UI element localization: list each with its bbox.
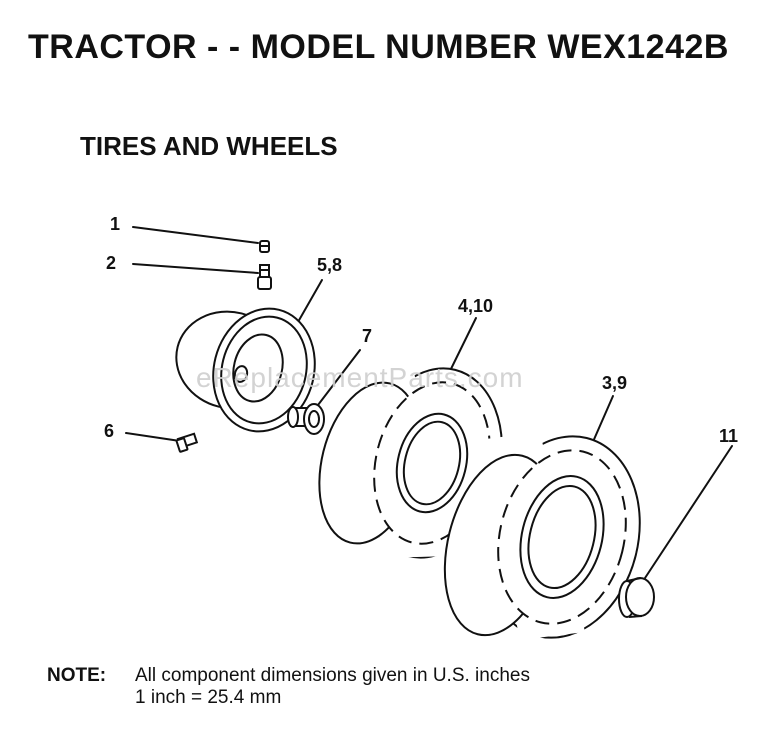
valve-stem-part [257,264,272,290]
leader-line-410 [447,317,477,376]
callout-7: 7 [362,326,373,346]
note-conversion: 1 inch = 25.4 mm [135,687,282,708]
leader-line-2 [132,263,259,274]
callout-2: 2 [106,253,117,273]
section-heading: TIRES AND WHEELS [80,131,338,161]
callout-3-9: 3,9 [602,373,628,393]
leader-line-7 [317,349,361,406]
callout-11: 11 [719,426,739,446]
leader-line-1 [132,226,259,244]
callout-5-8: 5,8 [317,255,343,275]
callout-6: 6 [104,421,115,441]
valve-cap-part [259,240,270,253]
note-label: NOTE: [47,665,107,686]
callout-4-10: 4,10 [458,296,494,316]
leader-line-11 [644,445,733,579]
rear-tire-part [443,432,641,640]
hub-cap-part [618,577,655,618]
bushing-part [287,403,325,435]
watermark: eReplacementParts.com [196,362,524,393]
page-title: TRACTOR - - MODEL NUMBER WEX1242B [28,28,729,66]
note-text: All component dimensions given in U.S. i… [135,665,530,686]
bolt-part [175,432,199,453]
wheel-rim-part [175,307,316,433]
leader-line-6 [125,432,181,442]
note-block: NOTE: All component dimensions given in U… [47,665,530,709]
callout-1: 1 [110,214,121,234]
